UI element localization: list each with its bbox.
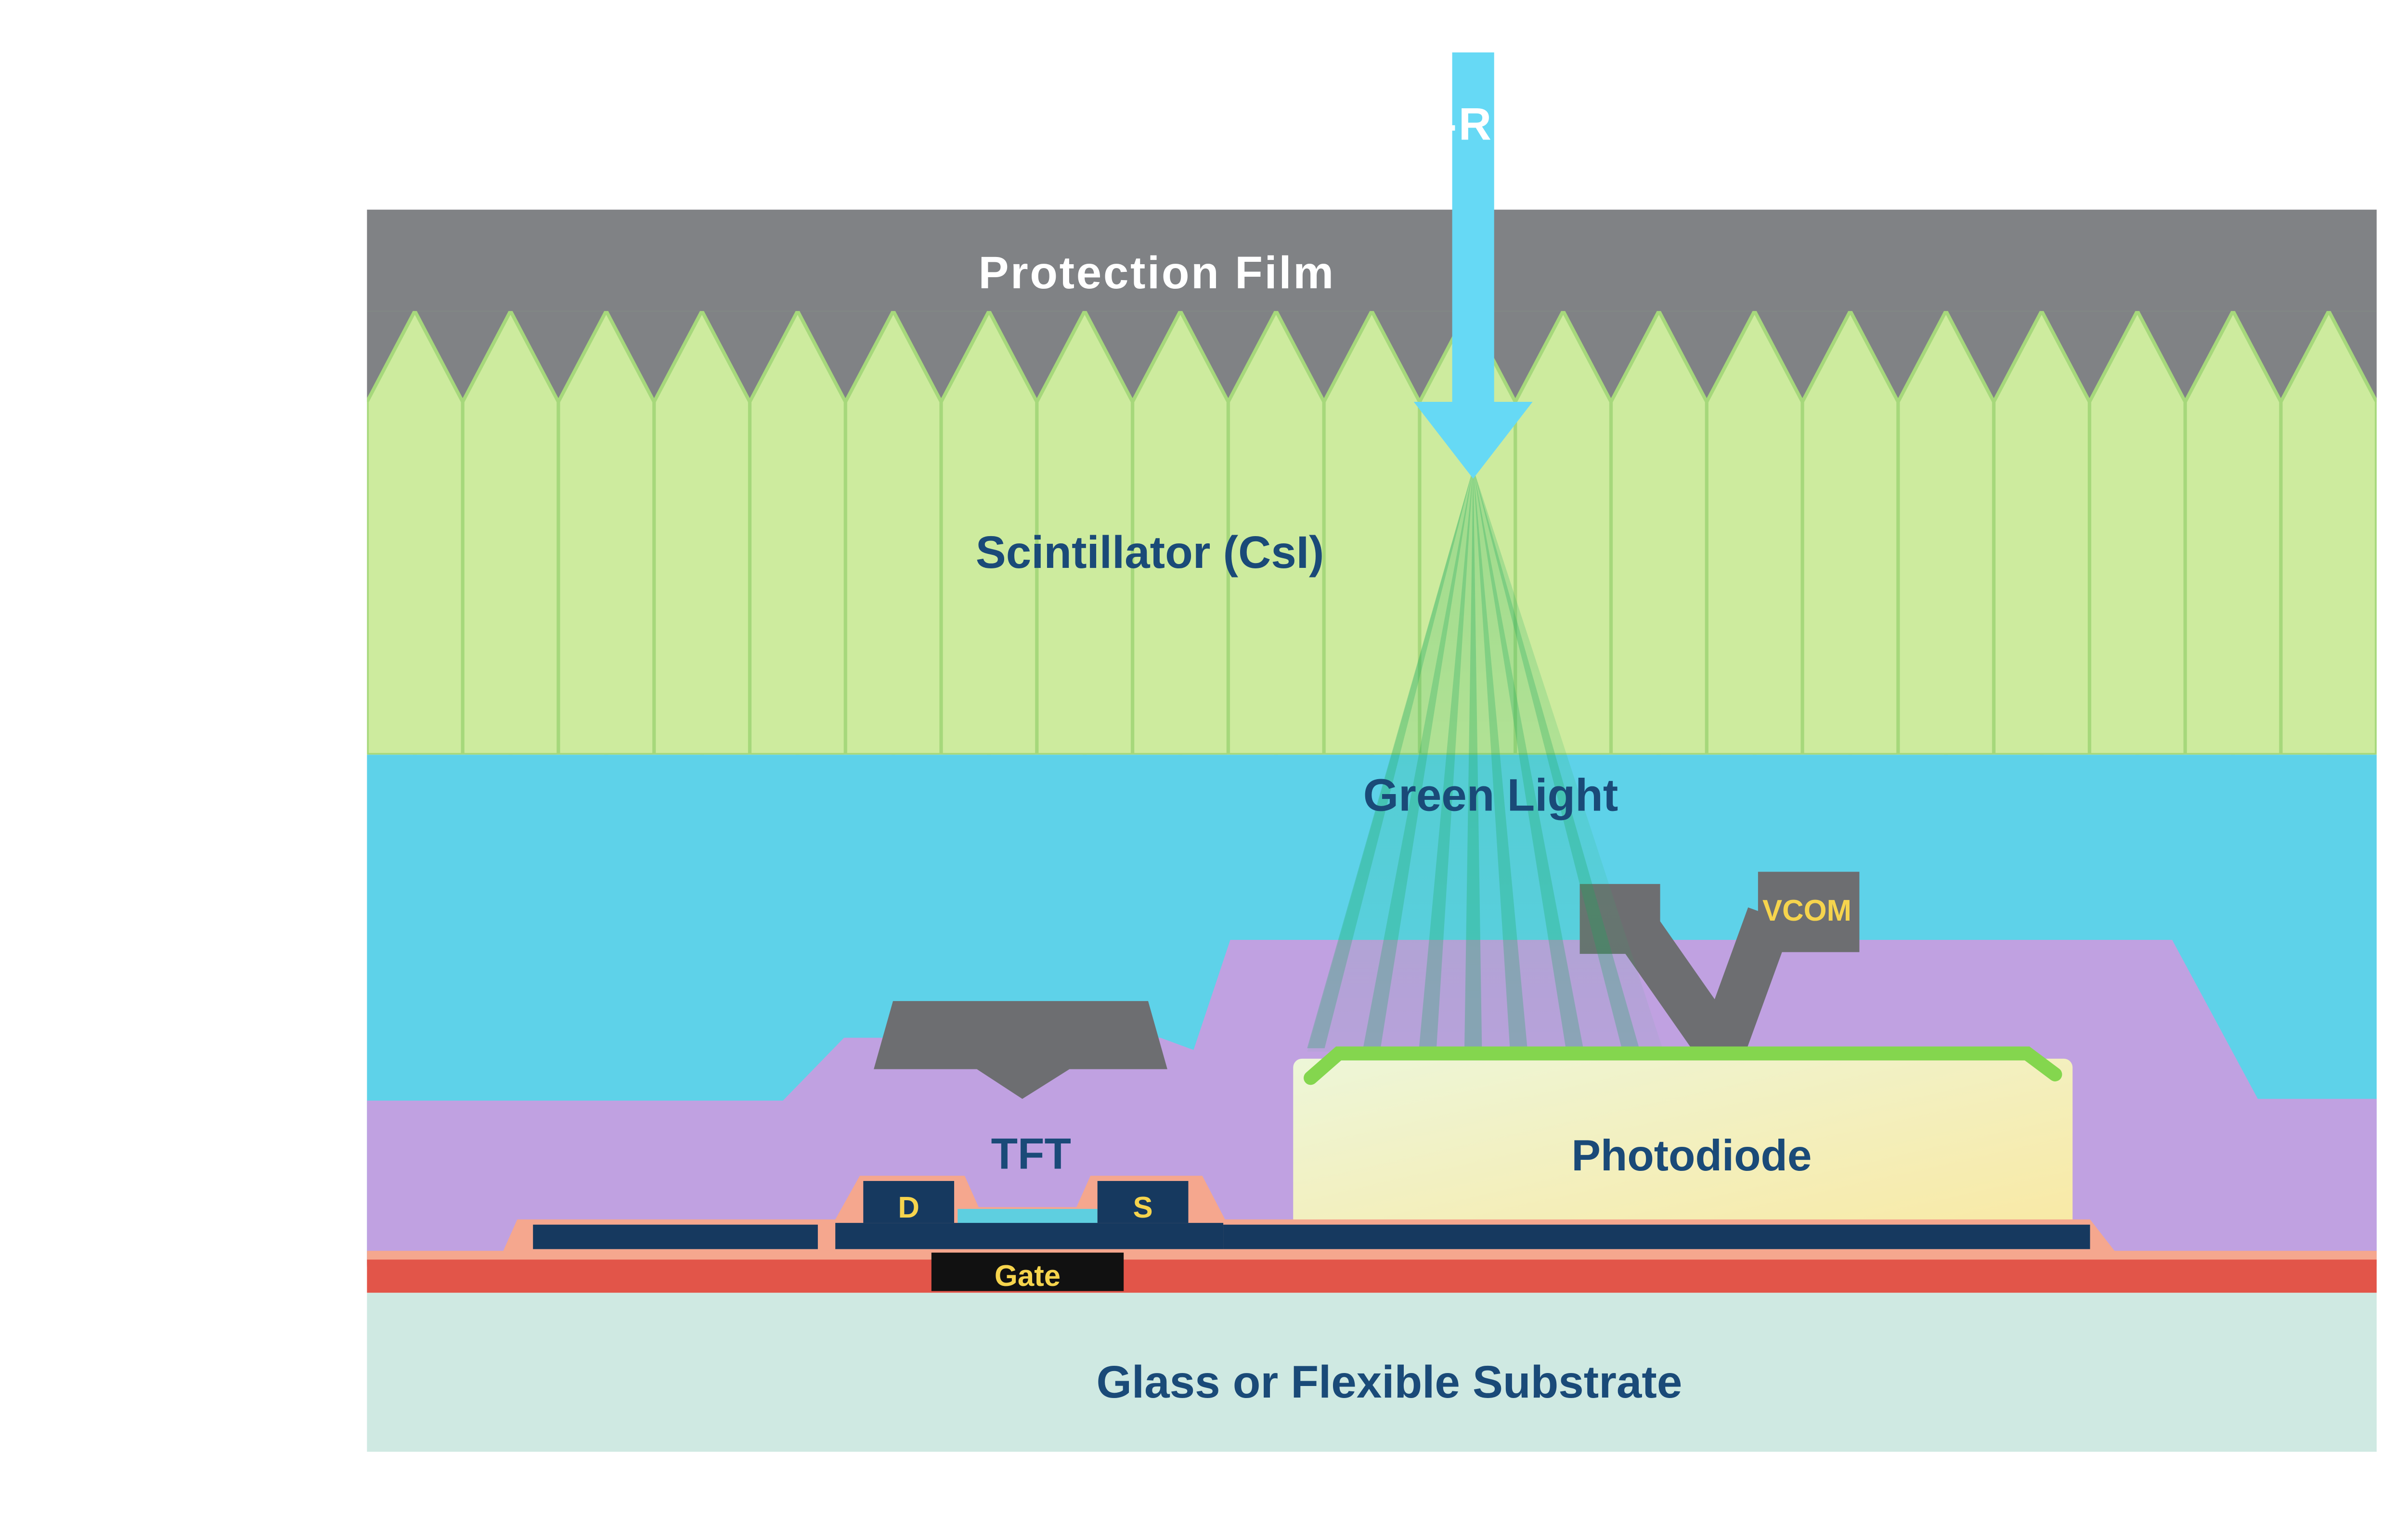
- metal-line-right: [1223, 1224, 2090, 1249]
- substrate-label: Glass or Flexible Substrate: [1097, 1357, 1682, 1408]
- drain-label: D: [898, 1191, 919, 1224]
- tft-base-metal: [835, 1223, 1224, 1249]
- metal-line-left: [533, 1224, 818, 1249]
- tft-semiconductor-channel: [958, 1209, 1098, 1225]
- substrate-layer: [367, 1293, 2377, 1452]
- tft-drain-electrode: [863, 1181, 955, 1223]
- scintillator-label: Scintillator (CsI): [976, 527, 1324, 578]
- barrier-layer: [367, 1259, 2377, 1293]
- green-light-cone: [1307, 468, 1664, 1052]
- photodiode-top-contact: [1304, 1046, 2062, 1085]
- xray-arrow: [1413, 52, 1533, 479]
- scintillator-layer: [367, 311, 2377, 755]
- xray-label: X-Ray: [1410, 99, 1547, 150]
- tft-label: TFT: [991, 1130, 1071, 1179]
- photodiode-label: Photodiode: [1571, 1131, 1812, 1180]
- photodiode-body: [1293, 1058, 2073, 1233]
- source-label: S: [1133, 1191, 1153, 1224]
- vcom-electrode-right-block: [1758, 872, 1860, 952]
- tft-source-electrode: [1097, 1181, 1189, 1223]
- protection-film-label: Protection Film: [978, 248, 1335, 298]
- green-light-label: Green Light: [1363, 770, 1618, 821]
- tft-light-shield: [874, 1001, 1167, 1099]
- gate-label: Gate: [995, 1259, 1061, 1293]
- gate-electrode: [931, 1252, 1124, 1291]
- vcom-label: VCOM: [1762, 894, 1851, 927]
